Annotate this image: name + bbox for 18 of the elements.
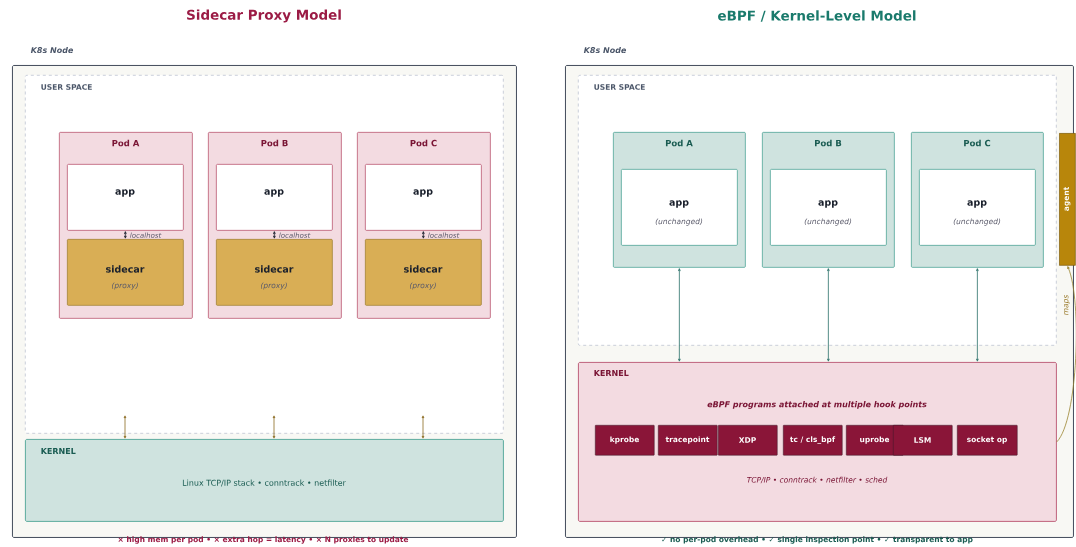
arrow	[1056, 266, 1076, 443]
app-box: app	[67, 164, 184, 231]
arrow	[827, 268, 830, 362]
kernel-box: KERNEL Linux TCP/IP stack • conntrack • netfilter	[25, 439, 504, 522]
arrow	[273, 231, 276, 239]
arrow	[422, 231, 425, 239]
arrow	[421, 415, 425, 439]
arrow	[123, 415, 127, 439]
arrow	[976, 268, 979, 362]
app-box: app	[216, 164, 333, 231]
arrow	[124, 231, 127, 239]
app-box: app	[365, 164, 482, 231]
title: eBPF / Kernel-Level Model	[718, 10, 916, 22]
node-label: K8s Node	[583, 46, 627, 54]
title: Sidecar Proxy Model	[187, 9, 341, 23]
node-label: K8s Node	[30, 46, 74, 54]
arrow	[272, 415, 276, 439]
arrow	[678, 268, 681, 362]
